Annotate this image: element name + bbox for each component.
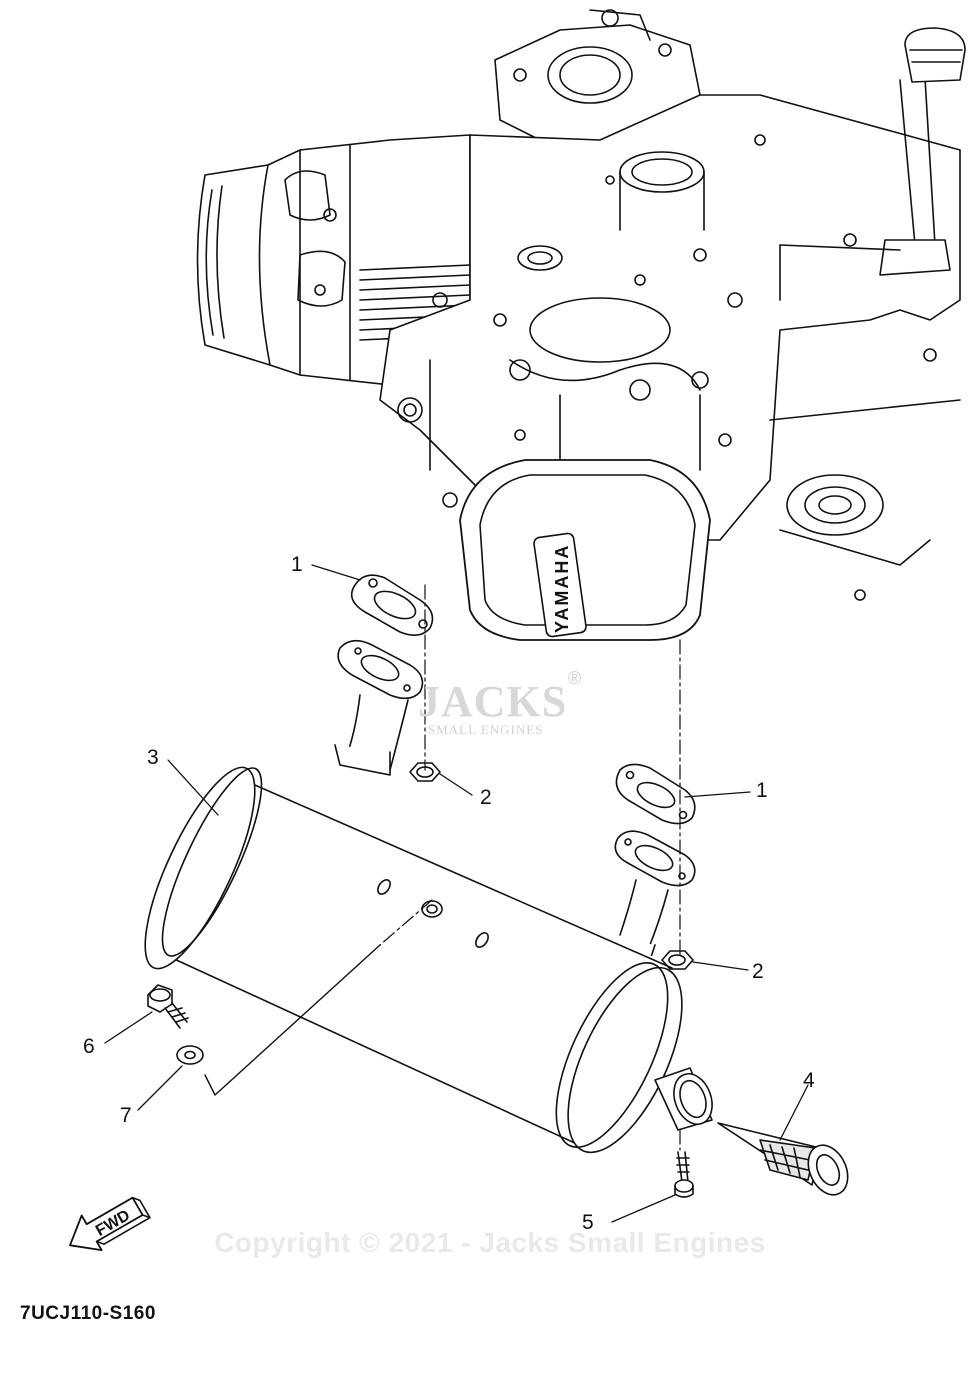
- callout-3: 3: [147, 746, 159, 769]
- exhaust-flange-right: [614, 830, 696, 887]
- assembly-line-washer: [204, 944, 381, 1096]
- watermark-subtitle: SMALL ENGINES: [428, 722, 544, 737]
- exhaust-pipe-right-edge-a: [619, 879, 637, 936]
- screw-5: [674, 1151, 694, 1198]
- callout-5: 5: [582, 1211, 594, 1234]
- gasket-right: [615, 763, 696, 825]
- diagram-code: 7UCJ110-S160: [20, 1303, 156, 1324]
- engine-brand-label: YAMAHA: [552, 544, 572, 633]
- callout-1-right: 1: [756, 779, 768, 802]
- watermark-registered-mark: ®: [568, 668, 582, 688]
- callout-7: 7: [120, 1104, 132, 1127]
- callout-2-right: 2: [752, 960, 764, 983]
- exhaust-pipe-right-edge-b: [647, 889, 669, 951]
- washer-7: [176, 1045, 204, 1065]
- callout-1-left: 1: [291, 553, 303, 576]
- engine-detail-bolts: [314, 134, 937, 601]
- callout-4: 4: [803, 1069, 815, 1092]
- spark-arrester: [717, 1122, 849, 1196]
- callout-6: 6: [83, 1035, 95, 1058]
- callout-2-left: 2: [480, 786, 492, 809]
- exhaust-pipe-left-edge-b: [389, 699, 409, 771]
- bolt-6: [147, 984, 189, 1029]
- muffler: [144, 760, 713, 1154]
- watermark-name: JACKS: [418, 677, 568, 726]
- nut-right: [661, 950, 694, 970]
- gasket-left: [350, 574, 434, 636]
- engine-assembly: YAMAHA: [196, 9, 966, 641]
- oil-dipstick-tube: [879, 27, 966, 276]
- assembly-lines: [379, 584, 681, 1151]
- copyright-watermark: Copyright © 2021 - Jacks Small Engines: [214, 1227, 766, 1258]
- exhaust-pipe-left-collar: [334, 744, 391, 776]
- callout-leaders: [104, 564, 809, 1223]
- exhaust-flange-left: [337, 639, 424, 700]
